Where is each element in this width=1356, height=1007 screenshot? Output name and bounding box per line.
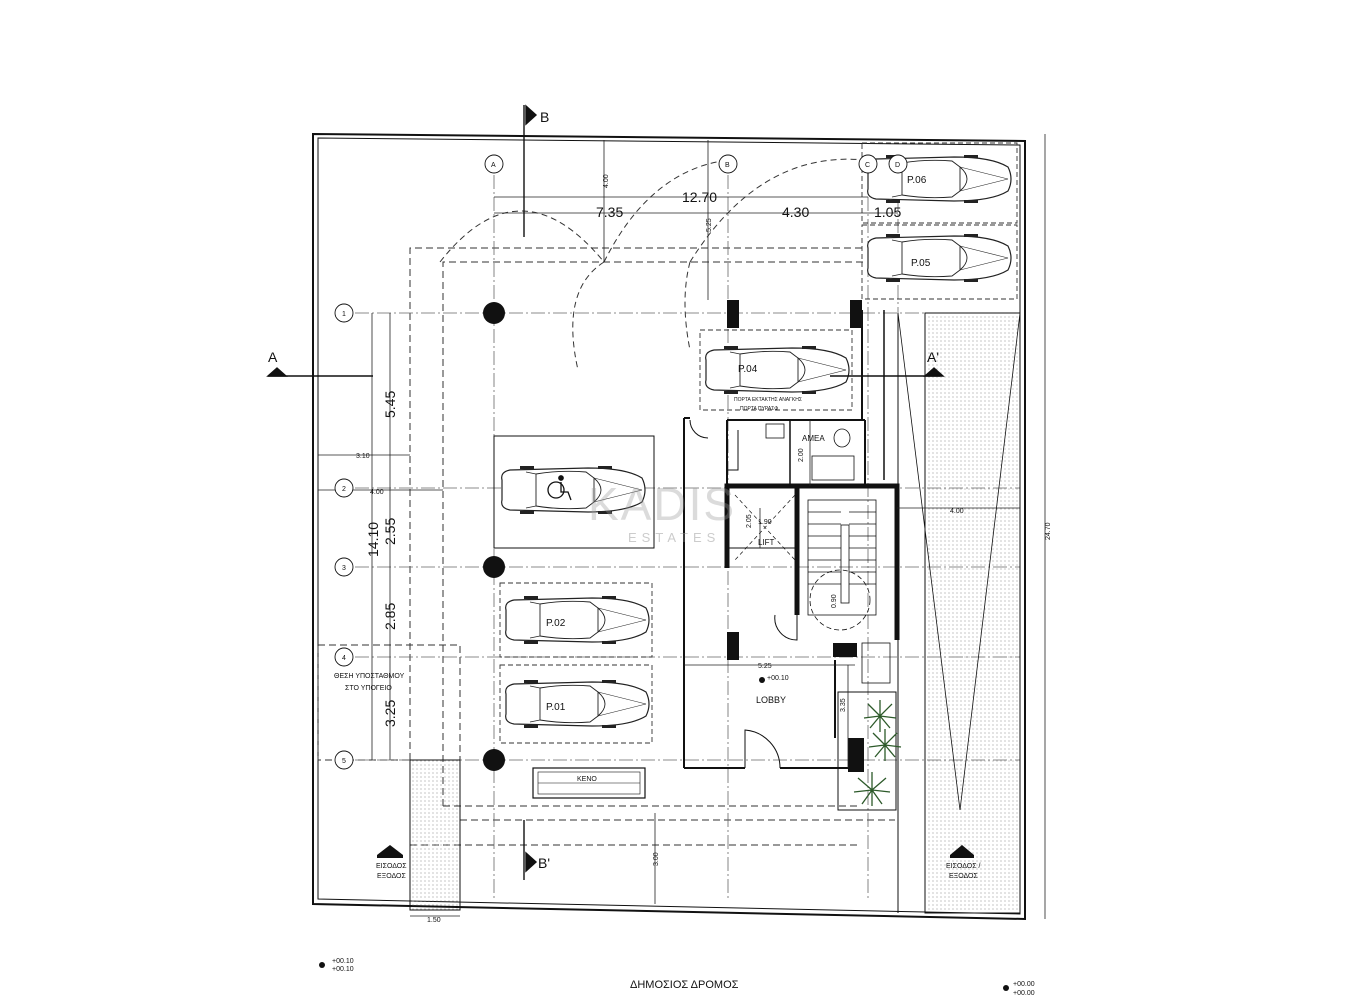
dimension-lines [318, 134, 1046, 919]
section-markers [266, 104, 945, 880]
dim-bottom-w: 1.50 [427, 917, 441, 924]
grid-row-3: 3 [342, 565, 346, 572]
ramp-zone [897, 312, 1021, 914]
grid-col-d: D [895, 162, 900, 169]
entrance-left-1: ΕΙΣΟΔΟΣ [376, 863, 407, 870]
parking-label-p02: P.02 [546, 618, 566, 629]
level-lobby: +00.10 [767, 675, 789, 682]
parking-label-p04: P.04 [738, 364, 758, 375]
dim-v-top-b: 5.25 [706, 218, 713, 232]
section-b-label: B [540, 109, 549, 125]
room-label-amea: ΑΜΕΑ [802, 434, 825, 443]
parking-label-p06: P.06 [907, 175, 927, 186]
dim-rows-total: 14.10 [365, 522, 381, 557]
room-label-lift: LIFT [758, 538, 775, 547]
dim-top-c: 1.05 [874, 204, 901, 220]
grid-col-c: C [865, 162, 870, 169]
parking-label-p05: P.05 [911, 258, 931, 269]
building-outline [317, 247, 895, 846]
level-bottom-right-2: +00.00 [1013, 990, 1035, 997]
void-label: ΚΕΝΟ [577, 776, 597, 783]
grid-row-4: 4 [342, 655, 346, 662]
dim-lobby-w: 5.25 [758, 663, 772, 670]
grid-col-a: A [491, 162, 496, 169]
dim-row-3-4: 2.85 [382, 603, 398, 630]
dim-wc-depth: 2.00 [798, 448, 805, 462]
dim-v-top-a: 4.00 [603, 174, 610, 188]
parking-label-p01: P.01 [546, 702, 566, 713]
dim-top-total: 12.70 [682, 189, 717, 205]
parking-bays [499, 142, 1018, 744]
grid-col-b: B [725, 162, 730, 169]
ramp-strip-left [409, 759, 461, 911]
dim-row-1-2: 5.45 [382, 391, 398, 418]
dim-left-3-10: 3.10 [356, 453, 370, 460]
doors [689, 419, 798, 769]
entrance-left-2: ΕΞΟΔΟΣ [377, 873, 406, 880]
dim-lift-w: 1.90 [758, 519, 772, 526]
stairs [807, 499, 877, 631]
columns [483, 300, 864, 772]
section-b-prime-label: B' [538, 855, 550, 871]
room-label-lobby: LOBBY [756, 695, 786, 705]
lift-shaft [734, 494, 796, 561]
wc-fixtures [765, 423, 891, 684]
entrance-markers [377, 845, 974, 858]
note-p04-1: ΠΟΡΤΑ ΕΚΤΑΚΤΗΣ ΑΝΑΓΚΗΣ [734, 397, 802, 403]
level-bottom-right-1: +00.00 [1013, 981, 1035, 988]
level-markers [319, 677, 1009, 991]
gate-swing-arcs [439, 158, 866, 371]
dim-row-4-5: 3.25 [382, 700, 398, 727]
substation-label-1: ΘΕΣΗ ΥΠΟΣΤΑΘΜΟΥ [334, 673, 405, 680]
watermark-logo: KADIS [588, 478, 736, 530]
dim-front: 3.00 [653, 852, 660, 866]
entrance-right-1: ΕΙΣΟΔΟΣ / [946, 863, 980, 870]
section-a-label: A [268, 349, 278, 365]
dim-lobby-h: 3.35 [840, 698, 847, 712]
dim-top-b: 4.30 [782, 204, 809, 220]
dim-stair-d: 0.90 [831, 594, 838, 608]
dim-ramp-w: 4.00 [950, 508, 964, 515]
accessible-bay [493, 435, 655, 549]
entrance-right-2: ΕΞΟΔΟΣ [949, 873, 978, 880]
dim-top-a: 7.35 [596, 204, 623, 220]
planters [837, 691, 902, 811]
section-a-prime-label: A' [927, 349, 939, 365]
grid-row-1: 1 [342, 311, 346, 318]
level-bottom-left-2: +00.10 [332, 966, 354, 973]
substation-label-2: ΣΤΟ ΥΠΟΓΕΙΟ [345, 685, 392, 692]
void [532, 767, 646, 799]
dim-left-4-00: 4.00 [370, 489, 384, 496]
dim-lift-h: 2.05 [746, 514, 753, 528]
core-walls [683, 310, 900, 769]
grid-bubbles [334, 154, 908, 770]
road-label: ΔΗΜΟΣΙΟΣ ΔΡΟΜΟΣ [630, 979, 739, 991]
watermark-sub: ESTATES [628, 530, 720, 545]
dim-row-2-3: 2.55 [382, 518, 398, 545]
dim-site-h: 24.70 [1045, 522, 1052, 540]
grid-row-2: 2 [342, 486, 346, 493]
grid-row-5: 5 [342, 758, 346, 765]
level-bottom-left-1: +00.10 [332, 958, 354, 965]
note-p04-2: ΠΟΡΤΑ ΠΥΡΑΣΦ [740, 406, 778, 412]
accessible-icon [547, 475, 572, 501]
